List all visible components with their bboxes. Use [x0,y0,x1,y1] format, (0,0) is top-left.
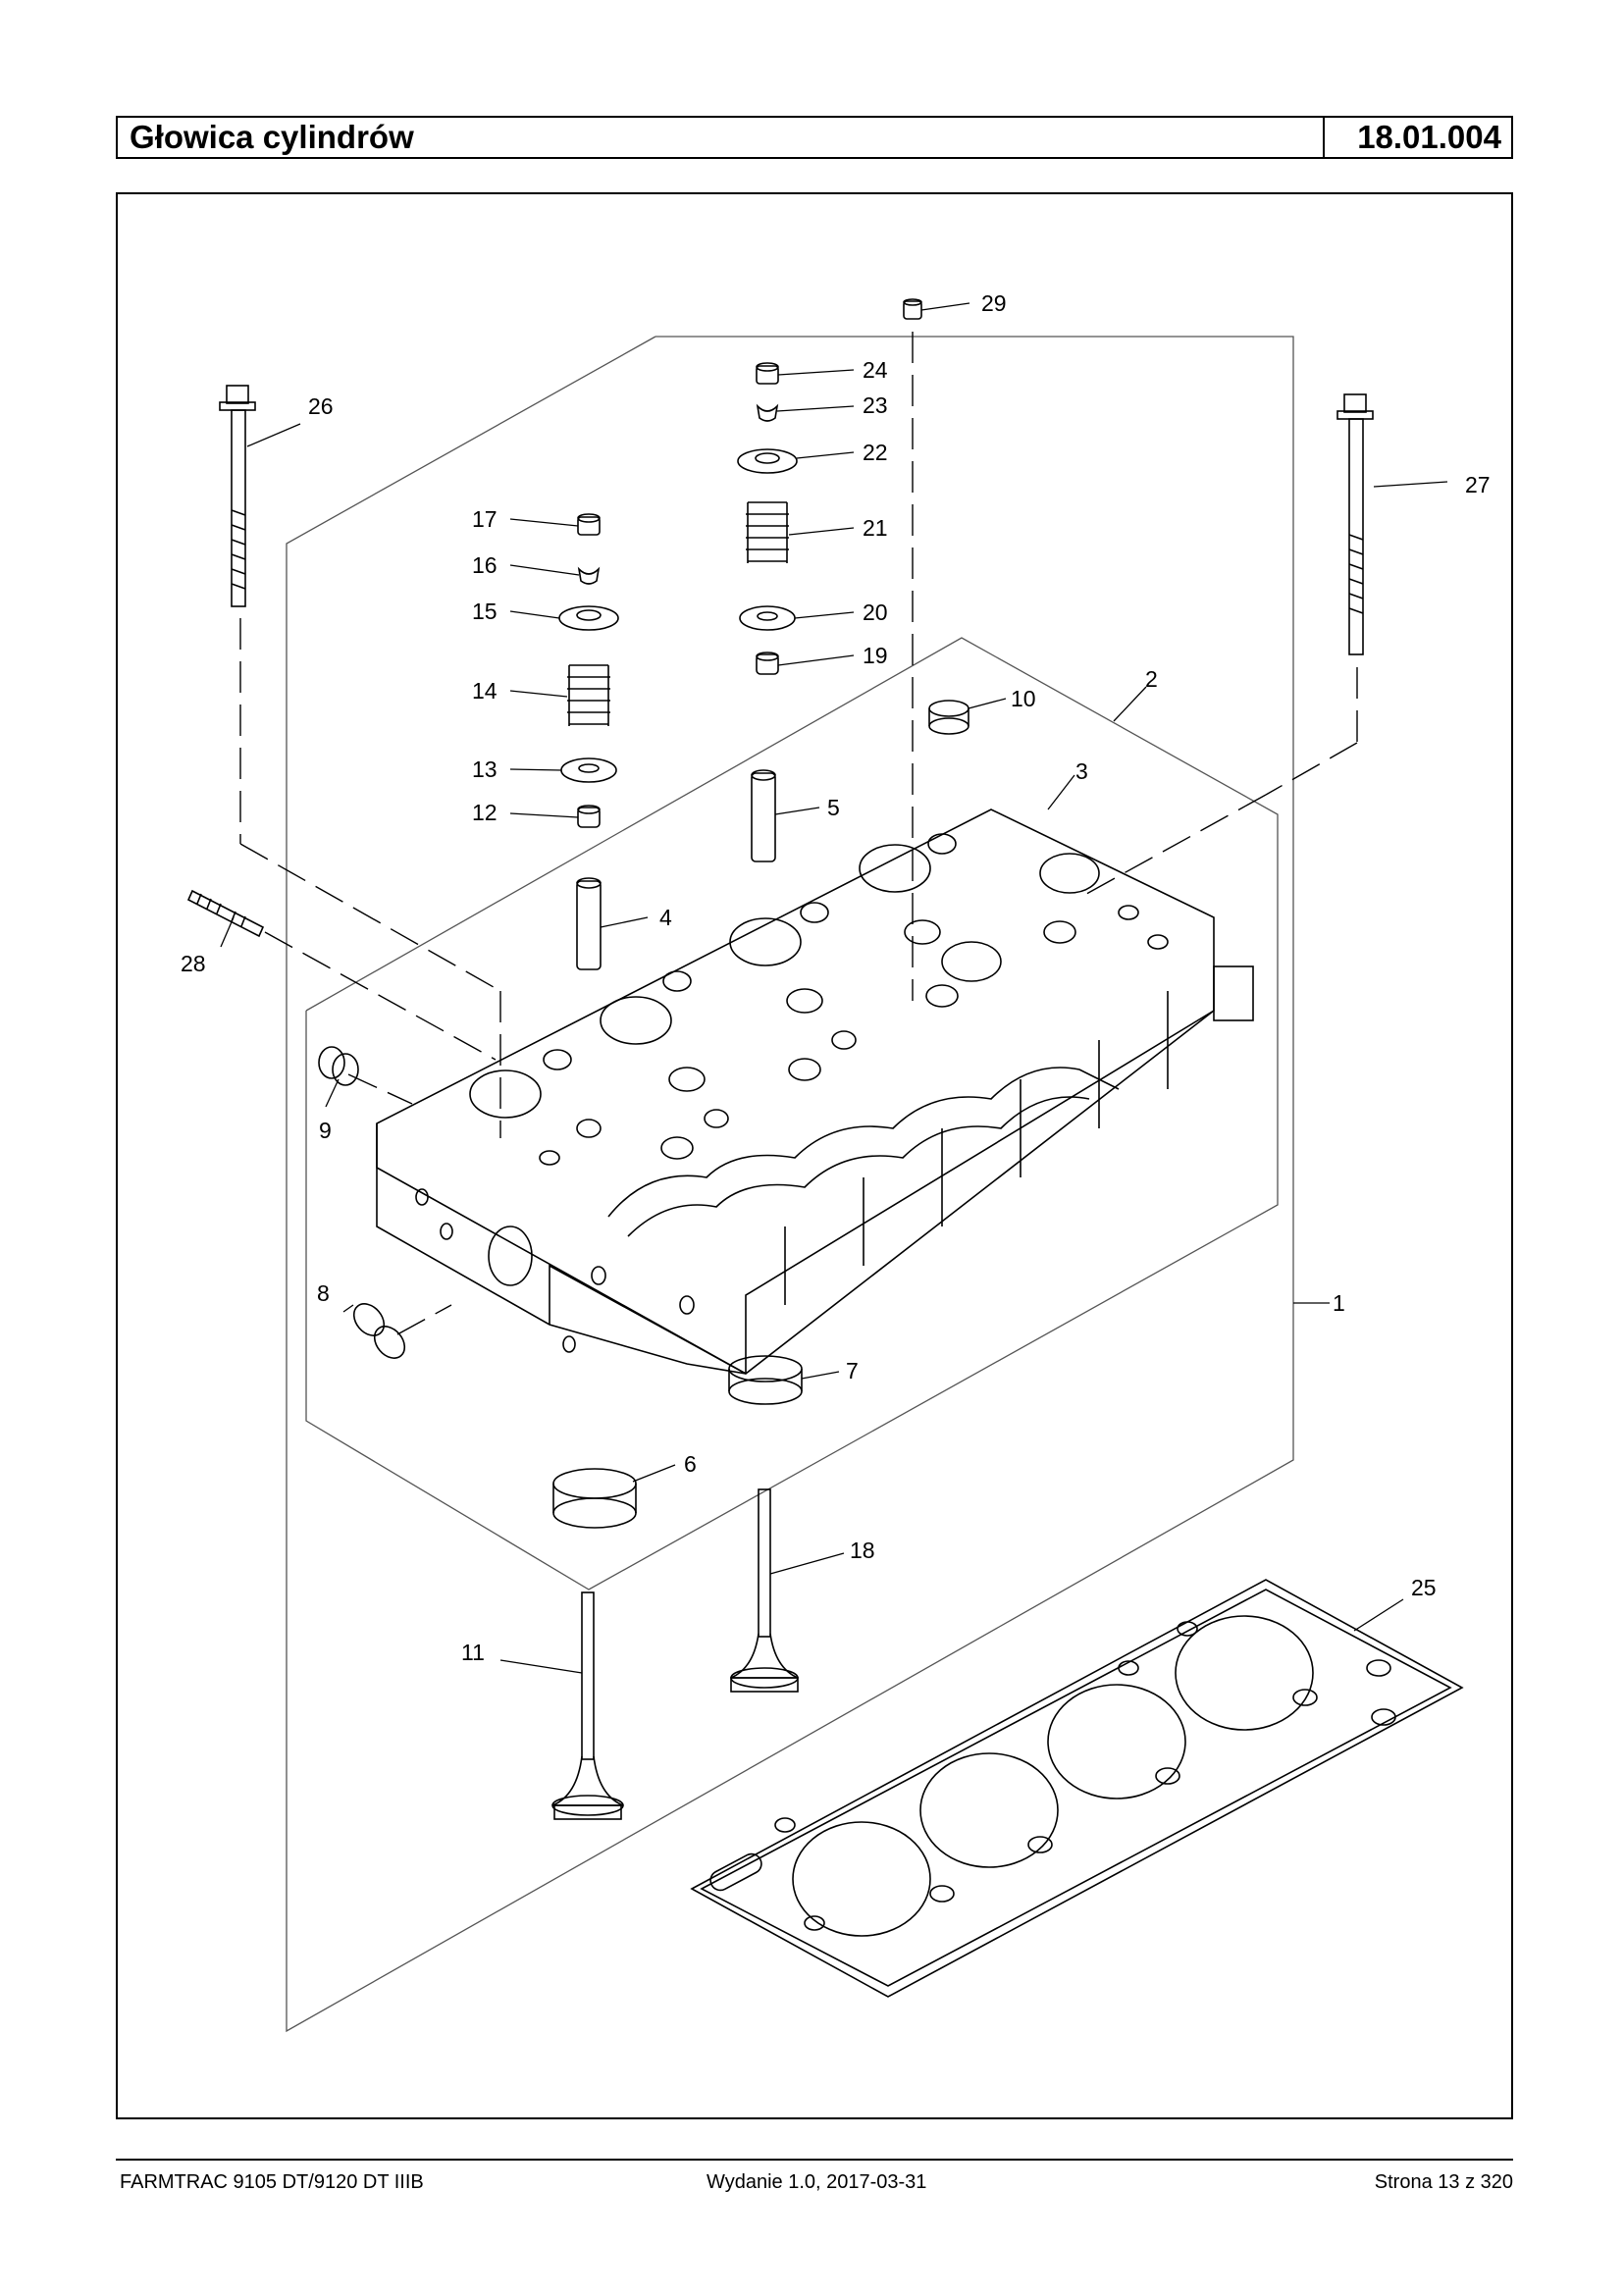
callout-12: 12 [472,800,498,825]
callout-24: 24 [863,357,888,383]
seal-ring-7 [728,1355,803,1405]
spring-retainer-22 [737,448,798,474]
footer-edition: Wydanie 1.0, 2017-03-31 [707,2171,927,2193]
spring-seat-20 [739,605,796,631]
valve-11 [551,1591,624,1820]
callout-9: 9 [319,1118,332,1143]
bolt-27 [1336,393,1374,655]
page-title: Głowica cylindrów [130,119,414,155]
plug-8 [352,1303,406,1359]
spring-seat-13 [560,757,617,783]
cylinder-head-body [376,808,1254,1375]
callout-18: 18 [850,1538,875,1563]
callout-1: 1 [1333,1290,1345,1316]
callout-3: 3 [1075,758,1088,784]
diagram-frame [116,192,1513,2119]
valve-cap-29 [903,298,922,320]
assembly-axes [239,332,1358,1335]
callout-21: 21 [863,515,888,541]
footer-page-number: Strona 13 z 320 [1374,2171,1513,2193]
callout-labels: 1 2 3 4 5 6 7 8 9 10 11 12 13 14 15 16 1… [181,290,1491,1665]
valve-guide-4 [576,877,602,970]
page-header: Głowica cylindrów 18.01.004 [116,116,1513,159]
footer-model: FARMTRAC 9105 DT/9120 DT IIIB [120,2171,424,2193]
valve-spring-21 [746,501,789,563]
valve-stem-seal-19 [756,652,779,675]
assembly-outline-1 [286,336,1294,2033]
callout-27: 27 [1465,472,1491,497]
callout-5: 5 [827,795,840,820]
callout-2: 2 [1145,666,1158,692]
valve-spring-14 [567,664,610,726]
callout-26: 26 [308,393,334,419]
callout-28: 28 [181,951,206,976]
callout-25: 25 [1411,1575,1437,1600]
head-gasket [690,1579,1464,1998]
seal-ring-6 [552,1468,637,1529]
callout-11: 11 [461,1640,485,1665]
valve-guide-5 [751,769,776,862]
spring-retainer-15 [558,605,619,631]
valve-seat-insert-10 [928,700,969,735]
valve-collets-16 [577,566,601,585]
callout-17: 17 [472,506,498,532]
leader-lines [220,302,1448,1674]
valve-stem-seal-12 [577,805,601,828]
callout-13: 13 [472,756,498,782]
section-code: 18.01.004 [1323,118,1511,157]
footer-divider [116,2159,1513,2161]
callout-16: 16 [472,552,498,578]
callout-19: 19 [863,643,888,668]
callout-4: 4 [659,905,672,930]
callout-14: 14 [472,678,498,704]
callout-22: 22 [863,440,888,465]
valve-collets-23 [756,403,779,422]
callout-10: 10 [1011,686,1036,711]
stud-28 [186,889,265,938]
callout-23: 23 [863,392,888,418]
plug-9 [318,1046,359,1086]
bolt-26 [219,385,256,607]
callout-29: 29 [981,290,1007,316]
callout-8: 8 [317,1280,330,1306]
valve-cap-17 [577,513,601,536]
callout-7: 7 [846,1358,859,1383]
callout-20: 20 [863,600,888,625]
callout-15: 15 [472,599,498,624]
valve-cap-24 [756,362,779,385]
valve-18 [730,1488,799,1693]
callout-6: 6 [684,1451,697,1477]
